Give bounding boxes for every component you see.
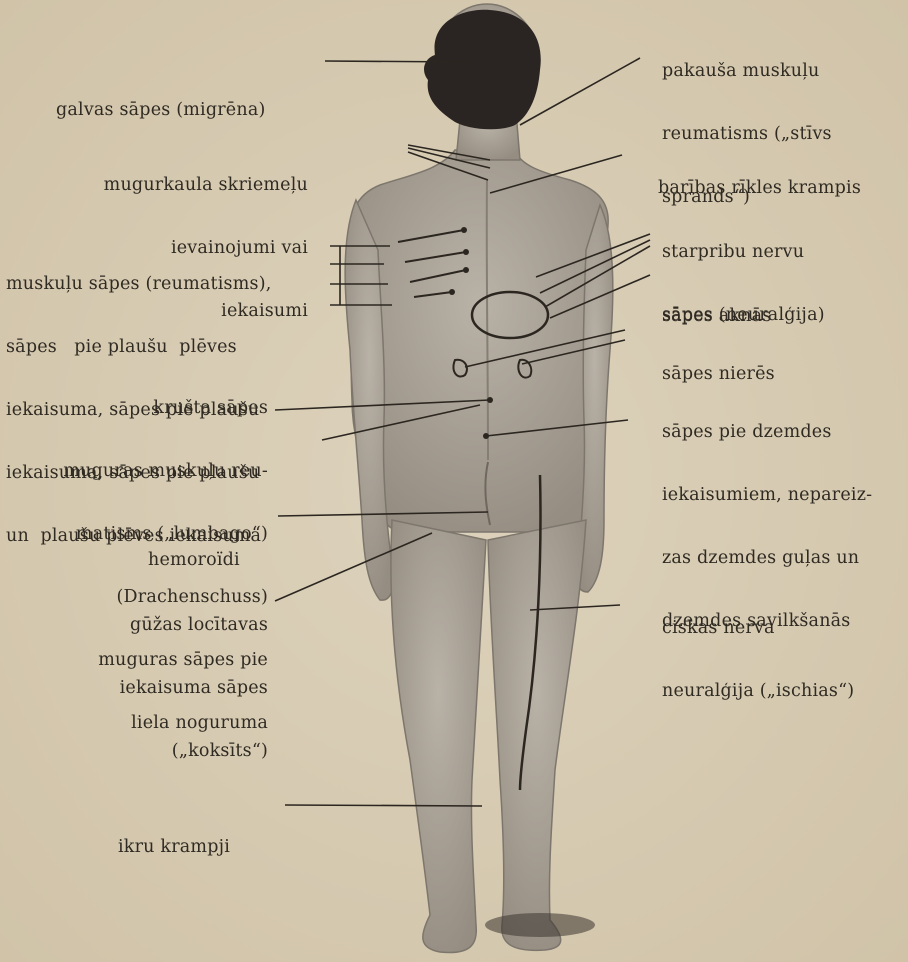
floor-shadow bbox=[485, 913, 595, 937]
label-calf: ikru krampji bbox=[118, 795, 230, 879]
label-hip: gūžas locītavas iekaisuma sāpes („koksīt… bbox=[120, 573, 268, 783]
leader-calf bbox=[285, 805, 482, 806]
label-migraine: galvas sāpes (migrēna) bbox=[56, 58, 266, 142]
hair bbox=[424, 10, 541, 129]
leader-migraine bbox=[325, 61, 470, 62]
label-sciatic: ciskas nerva neuralģija („ischias“) bbox=[662, 576, 854, 723]
